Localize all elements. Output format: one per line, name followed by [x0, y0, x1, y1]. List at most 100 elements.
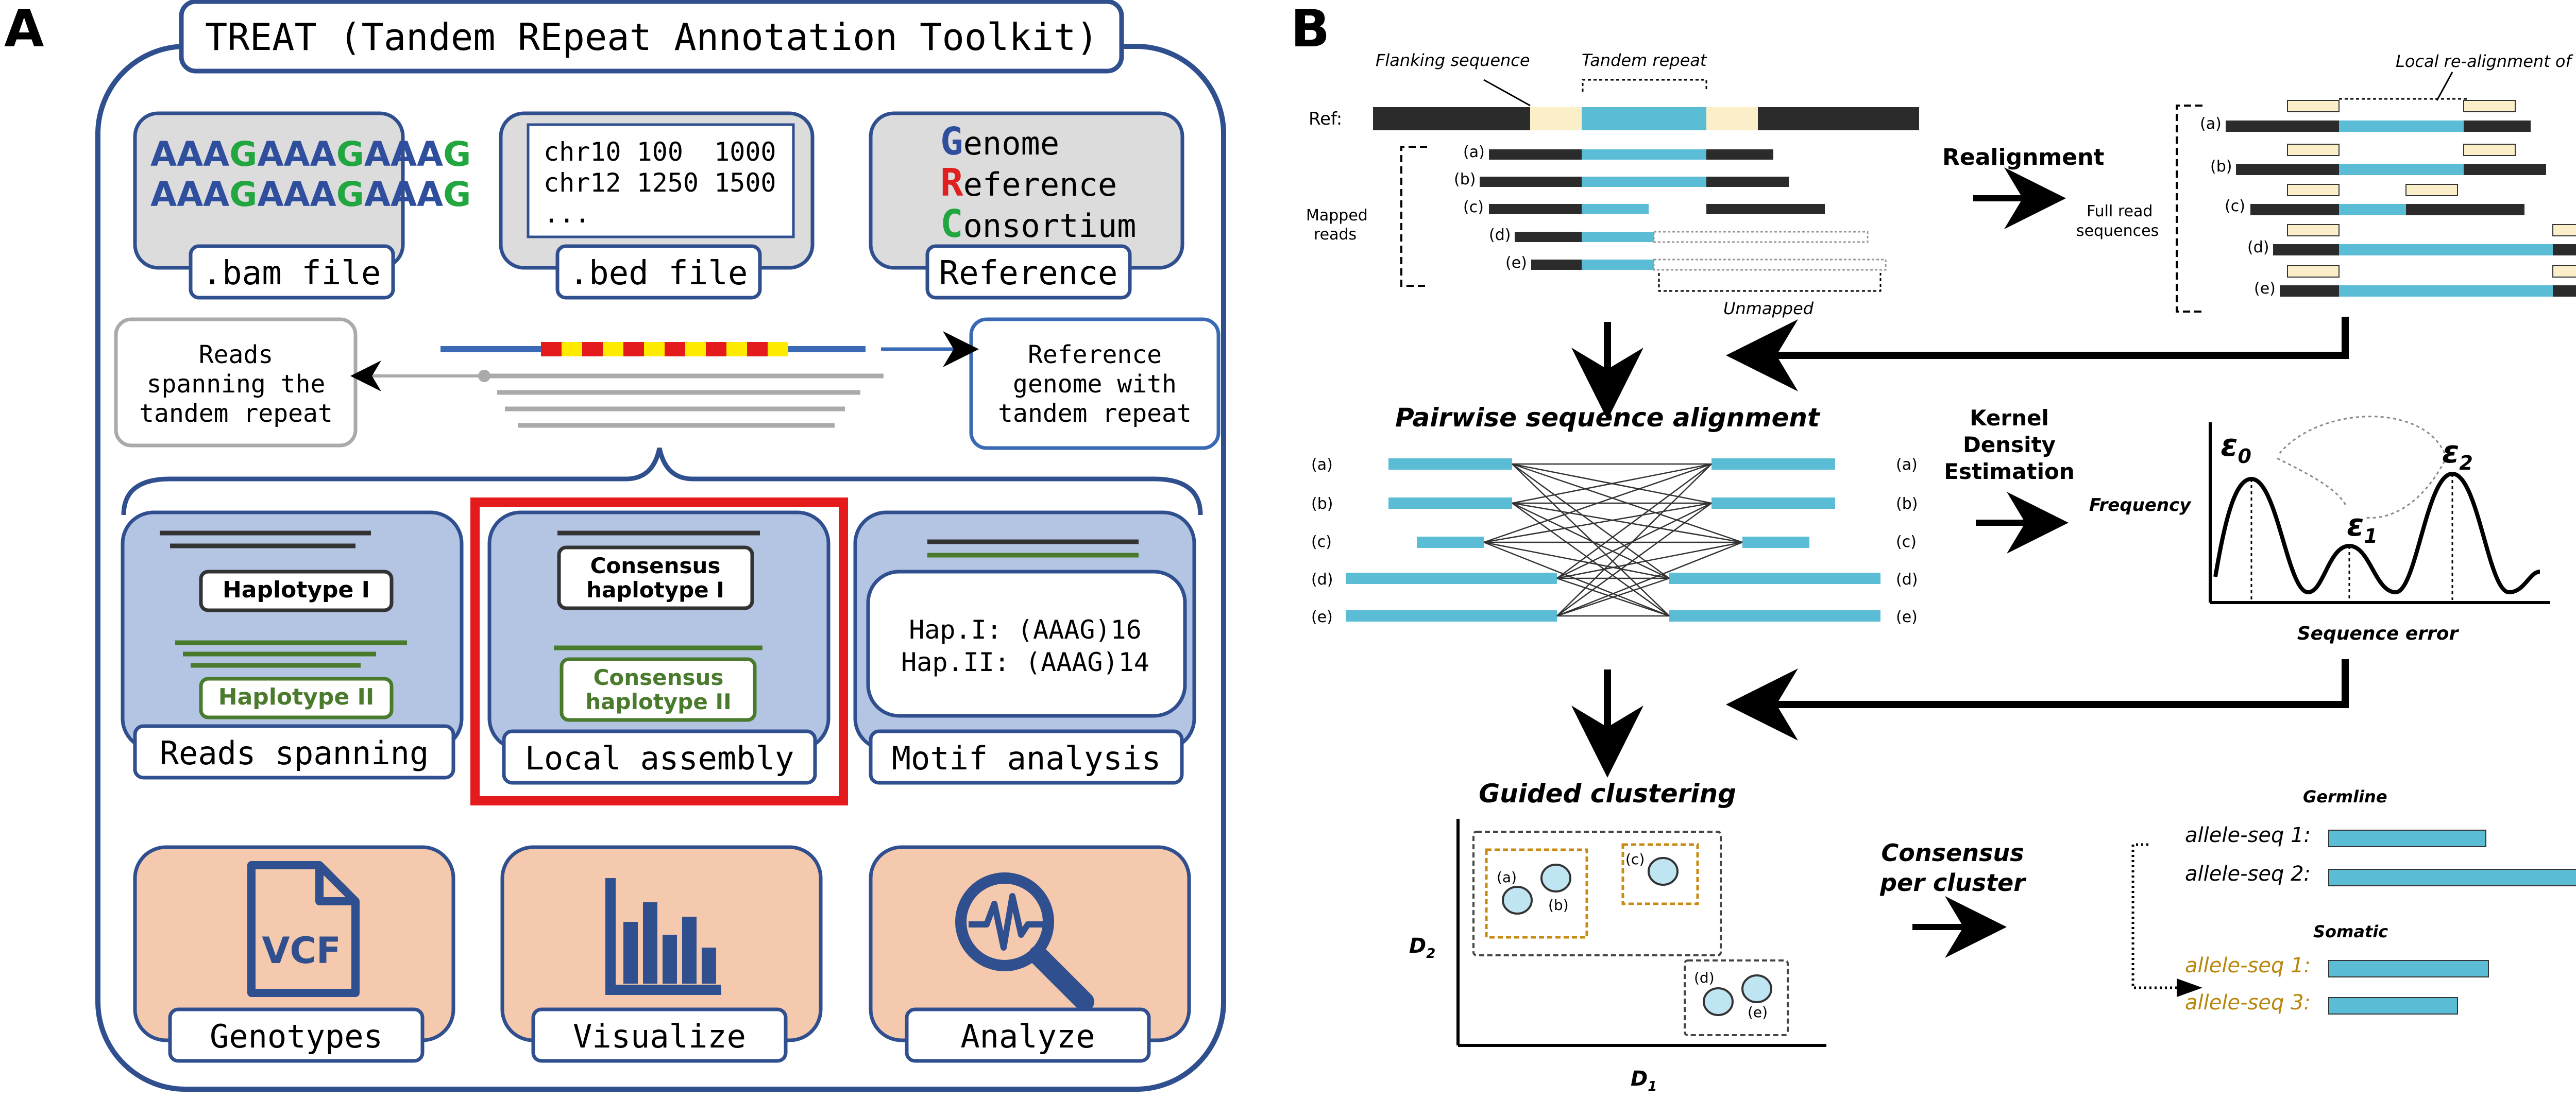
realigned-label-c: (c)	[2225, 197, 2245, 215]
alignment-edge	[1512, 502, 1670, 617]
bar-chart-icon	[605, 878, 721, 995]
germline-to-somatic-connector	[2131, 843, 2177, 989]
reads-spanning-label: Reads spanning	[160, 734, 429, 772]
unmapped-bracket	[1658, 273, 1882, 292]
alignment-edge	[1556, 577, 1670, 617]
reference-repeat-line1: Reference	[1028, 340, 1162, 369]
realignment-label: Realignment	[1942, 144, 2104, 170]
realigned-label-a: (a)	[2200, 115, 2222, 133]
pairwise-left-c: (c)	[1311, 533, 1332, 551]
kde-line1: Kernel	[1970, 405, 2049, 431]
flanking-pointer	[1483, 79, 1531, 107]
read-label-d: (d)	[1489, 226, 1511, 244]
pairwise-title: Pairwise sequence alignment	[1395, 403, 1821, 433]
epsilon-0: ε0	[2221, 427, 2251, 468]
consensus-hap2-line2: haplotype II	[585, 689, 731, 714]
haplotype-2-label: Haplotype II	[218, 684, 374, 710]
local-realign-pointer	[2436, 72, 2453, 101]
ref-label: Ref:	[1309, 109, 1342, 129]
alignment-edge	[1556, 541, 1743, 579]
cluster-label-a: (a)	[1497, 869, 1517, 886]
realigned-label-d: (d)	[2247, 238, 2269, 256]
module-brace	[121, 448, 1203, 516]
alignment-edge	[1483, 463, 1712, 543]
epsilon-2: ε2	[2442, 434, 2473, 474]
mapped-label-2: reads	[1314, 226, 1357, 244]
analyze-label-box	[905, 1007, 1151, 1063]
realigned-label-b: (b)	[2210, 158, 2232, 176]
haplotype-1-box	[199, 570, 394, 612]
pairwise-alignment-lines	[1483, 463, 1743, 617]
ref-row-consortium: Consortium	[940, 202, 1137, 246]
somatic-allele-3: allele-seq 3:	[2185, 991, 2311, 1015]
panel-b-label: B	[1291, 0, 1330, 59]
bed-label: .bed file	[569, 254, 748, 293]
germline-allele-1: allele-seq 1:	[2185, 823, 2311, 847]
germline-label: Germline	[2303, 787, 2387, 806]
alignment-edge	[1512, 502, 1743, 543]
axis-d2: D2	[1409, 934, 1435, 961]
flow-arrow-realign-return	[1726, 317, 2349, 391]
tandem-repeat-label: Tandem repeat	[1582, 50, 1707, 70]
alignment-edge	[1512, 463, 1712, 504]
read-label-a: (a)	[1463, 143, 1485, 161]
alignment-edge	[1512, 463, 1670, 616]
bed-label-box	[555, 244, 762, 300]
alignment-edge	[1483, 541, 1670, 617]
full-read-label-2: sequences	[2076, 222, 2159, 240]
panel-b: B Flanking sequence Tandem repeat Ref: M…	[1291, 0, 2576, 1094]
consensus-hap1-line1: Consensus	[590, 553, 721, 578]
reference-repeat-line3: tandem repeat	[998, 399, 1192, 428]
title-box	[179, 0, 1124, 74]
pairwise-right-d: (d)	[1896, 571, 1918, 589]
treat-title: TREAT (Tandem REpeat Annotation Toolkit)	[205, 15, 1098, 59]
somatic-allele-1: allele-seq 1:	[2185, 954, 2311, 977]
consensus-line2: per cluster	[1879, 869, 2027, 897]
alignment-edge	[1512, 502, 1670, 579]
pairwise-left-d: (d)	[1311, 571, 1333, 589]
reads-spanning-line3: tandem repeat	[139, 399, 333, 428]
mapped-reads-bracket	[1400, 146, 1427, 287]
mapped-label-1: Mapped	[1306, 207, 1368, 225]
cluster-scatter: (a) (b) (c) (d) (e)	[1456, 819, 1826, 1047]
motif-hap1-result: Hap.I: (AAAG)16	[909, 615, 1142, 645]
bam-label: .bam file	[202, 254, 381, 293]
motif-hap2-result: Hap.II: (AAAG)14	[901, 647, 1149, 677]
consensus-hap1-box	[557, 545, 754, 610]
axis-d1: D1	[1631, 1067, 1657, 1094]
pairwise-right-reads: (a) (b) (c) (d) (e)	[1669, 456, 1918, 626]
reference-repeat-line2: genome with	[1013, 370, 1177, 399]
tandem-bracket	[1582, 79, 1707, 92]
cluster-label-c: (c)	[1625, 851, 1645, 868]
reads-spanning-line1: Reads	[199, 340, 274, 369]
bam-label-box	[189, 244, 395, 300]
read-label-b: (b)	[1454, 170, 1476, 188]
kde-density-plot	[2209, 416, 2550, 604]
reference-label-box	[925, 244, 1132, 300]
bam-seq-line2: AAAGAAAGAAAG	[150, 175, 471, 214]
motif-analysis-label-box	[869, 729, 1184, 785]
pairwise-right-a: (a)	[1896, 456, 1918, 474]
kde-line3: Estimation	[1944, 459, 2075, 484]
haplotype-1-label: Haplotype I	[223, 577, 370, 603]
realigned-reads: (a) (b) (c) (d) (e)	[2200, 100, 2576, 298]
pairwise-left-a: (a)	[1311, 456, 1333, 474]
vcf-file-icon: VCF	[247, 861, 360, 997]
flanking-sequence-label: Flanking sequence	[1376, 50, 1530, 70]
somatic-allele-3-bar	[2328, 997, 2458, 1015]
consensus-hap1-line2: haplotype I	[586, 577, 724, 603]
motif-result-box	[866, 570, 1187, 718]
read-label-c: (c)	[1463, 198, 1484, 216]
full-reads-bracket	[2176, 105, 2202, 313]
visualize-label-box	[531, 1007, 788, 1063]
flow-arrow-kde-return	[1726, 659, 2349, 741]
germline-allele-2: allele-seq 2:	[2185, 862, 2311, 886]
vcf-icon-text: VCF	[262, 930, 341, 972]
alignment-edge	[1556, 502, 1712, 617]
local-assembly-label: Local assembly	[525, 740, 794, 777]
genotypes-label-box	[168, 1007, 425, 1063]
alignment-edge	[1556, 463, 1712, 616]
bed-line3: ...	[544, 199, 590, 229]
germline-allele-1-bar	[2328, 830, 2486, 847]
bam-seq-line1: AAAGAAAGAAAG	[150, 134, 471, 174]
